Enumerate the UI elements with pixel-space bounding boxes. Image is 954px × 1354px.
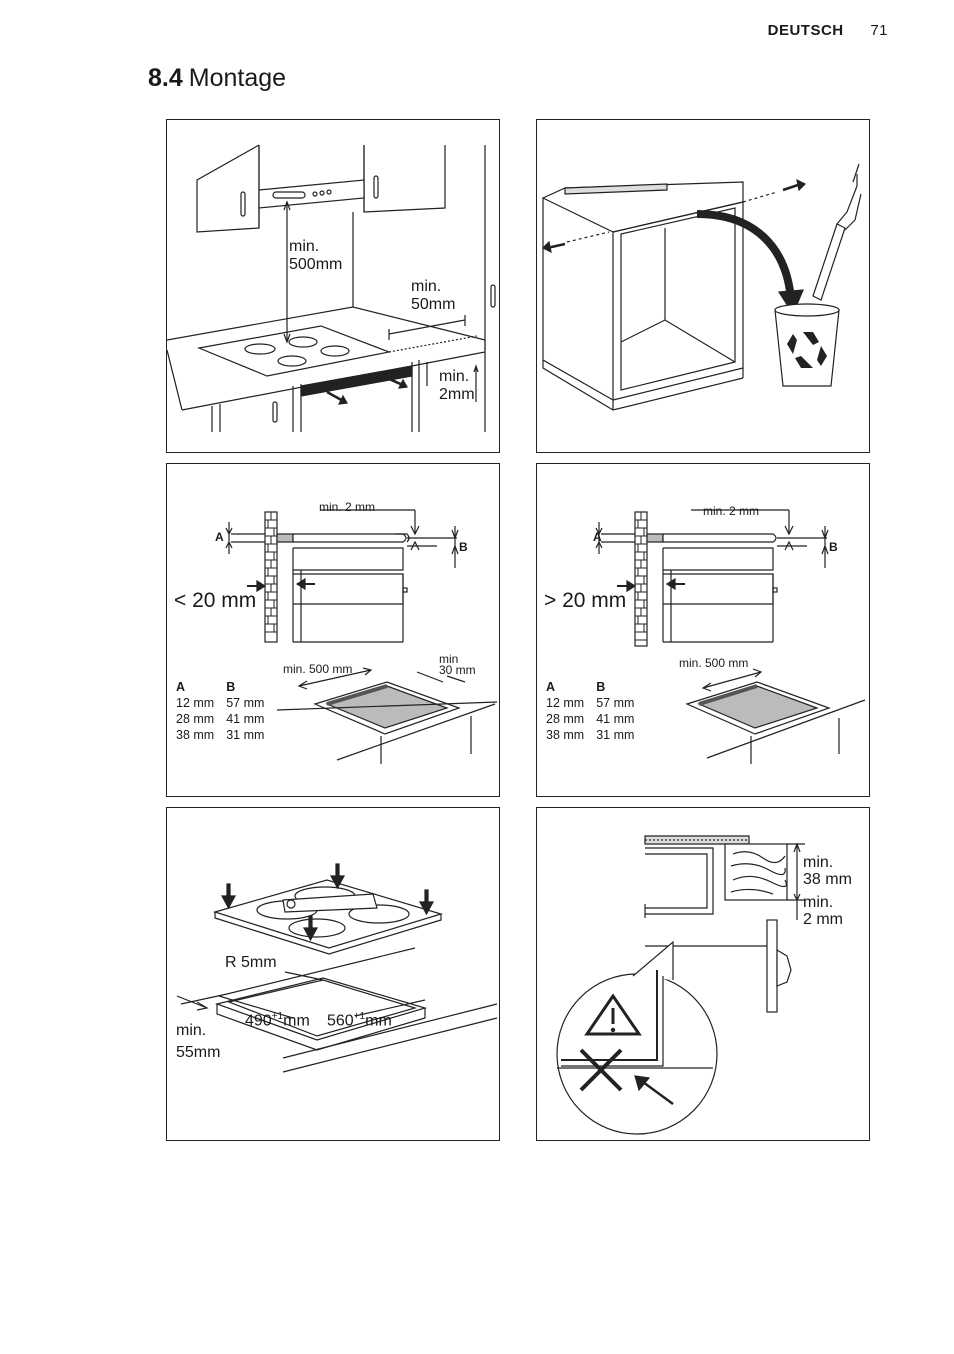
dimension-table-header: A B <box>176 679 276 695</box>
label-a: A <box>593 530 602 544</box>
less-than-20mm-illustration <box>225 509 498 764</box>
depth-label: min. 500 mm <box>283 662 353 676</box>
header-language: DEUTSCH <box>767 22 844 39</box>
dimension-table: A B 12 mm 57 mm 28 mm 41 mm 38 mm 31 mm <box>546 679 646 743</box>
cutout-dimensions-illustration <box>176 863 498 1073</box>
table-cell: 31 mm <box>226 728 265 742</box>
table-cell: 38 mm <box>546 728 585 742</box>
width-unit: mm <box>283 1012 310 1030</box>
label-b: B <box>459 540 468 554</box>
depth-base: 560 <box>327 1012 354 1030</box>
distance-label: < 20 mm <box>174 589 257 612</box>
table-header-b: B <box>596 680 606 694</box>
table-header-b: B <box>226 680 236 694</box>
panel-remove-drawer <box>536 119 870 453</box>
table-cell: 28 mm <box>546 712 585 726</box>
depth-tolerance: +1 <box>353 1011 366 1022</box>
table-cell: 28 mm <box>176 712 215 726</box>
table-row: 28 mm 41 mm <box>546 711 646 727</box>
gap-label: min. 2 mm <box>803 894 843 928</box>
gap-label: min. 2mm <box>439 368 475 404</box>
panel-worktop-warning: min. 38 mm min. 2 mm <box>536 807 870 1141</box>
table-cell: 57 mm <box>226 696 265 710</box>
depth-unit: mm <box>365 1012 392 1030</box>
table-row: 28 mm 41 mm <box>176 711 276 727</box>
thickness-label: min. 38 mm <box>803 854 852 888</box>
depth-label: 560+1mm <box>327 1008 392 1030</box>
side-clearance-label: min. 50mm <box>411 278 455 314</box>
page-header: DEUTSCH 71 <box>768 22 888 39</box>
distance-label: > 20 mm <box>544 589 627 612</box>
label-a: A <box>215 530 224 544</box>
hood-height-label: min. 500mm <box>289 238 342 274</box>
table-cell: 12 mm <box>176 696 215 710</box>
page-number: 71 <box>870 22 888 39</box>
dimension-table: A B 12 mm 57 mm 28 mm 41 mm 38 mm 31 mm <box>176 679 276 743</box>
gap-text: min. 2mm <box>439 368 475 403</box>
width-base: 490 <box>245 1012 272 1030</box>
table-row: 12 mm 57 mm <box>546 695 646 711</box>
hood-height-text: min. 500mm <box>289 238 343 273</box>
table-cell: 12 mm <box>546 696 585 710</box>
panel-more-than-20mm: A B min. 2 mm > 20 mm min. 500 mm A B 12… <box>536 463 870 797</box>
table-cell: 38 mm <box>176 728 215 742</box>
gap-label: min. 2 mm <box>703 504 760 518</box>
panel-cutout-dimensions: R 5mm 490+1mm 560+1mm min. 55mm <box>166 807 500 1141</box>
width-tolerance: +1 <box>271 1011 284 1022</box>
more-than-20mm-illustration <box>595 509 866 764</box>
label-b: B <box>829 540 838 554</box>
gap-label: min. 2 mm <box>319 500 376 514</box>
table-row: 38 mm 31 mm <box>176 727 276 743</box>
front-clearance-label: min 30 mm <box>439 652 476 677</box>
table-cell: 31 mm <box>596 728 635 742</box>
worktop-warning-illustration <box>556 835 805 1135</box>
panel-hood-clearances: min. 500mm min. 50mm min. 2mm <box>166 119 500 453</box>
table-cell: 41 mm <box>596 712 635 726</box>
section-title-text: Montage <box>188 64 287 92</box>
remove-drawer-illustration <box>541 163 862 411</box>
table-row: 38 mm 31 mm <box>546 727 646 743</box>
section-number: 8.4 <box>148 64 183 92</box>
side-clearance-text: min. 50mm <box>411 278 456 313</box>
radius-label: R 5mm <box>225 954 277 971</box>
table-header-a: A <box>546 680 556 694</box>
table-row: 12 mm 57 mm <box>176 695 276 711</box>
hood-clearance-illustration <box>167 144 496 432</box>
table-cell: 41 mm <box>226 712 265 726</box>
panel-less-than-20mm: A B min. 2 mm < 20 mm min. 500 mm min 30… <box>166 463 500 797</box>
table-header-a: A <box>176 680 186 694</box>
front-clearance-label: min. 55mm <box>176 1022 221 1061</box>
table-cell: 57 mm <box>596 696 635 710</box>
depth-label: min. 500 mm <box>679 656 749 670</box>
width-label: 490+1mm <box>245 1008 310 1030</box>
dimension-table-header: A B <box>546 679 646 695</box>
